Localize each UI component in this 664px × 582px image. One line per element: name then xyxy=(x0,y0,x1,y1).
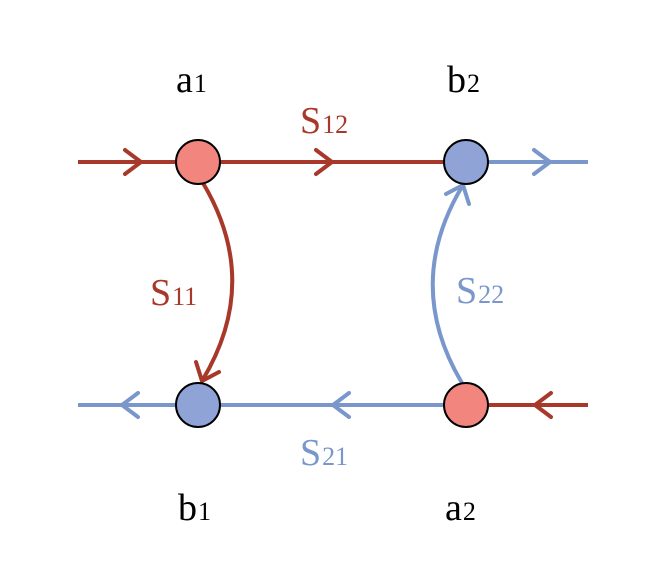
s21-arrow xyxy=(331,391,351,419)
s22-arrow xyxy=(444,183,471,206)
label-b1: b1 xyxy=(178,487,211,529)
label-b2: b2 xyxy=(447,59,480,101)
input-arrow-a1 xyxy=(123,148,143,176)
label-a2: a2 xyxy=(445,487,476,529)
label-s22: S22 xyxy=(456,270,504,312)
node-b2 xyxy=(443,139,489,185)
output-arrow-b1 xyxy=(120,391,140,419)
output-arrow-b2 xyxy=(532,148,552,176)
s22-curve xyxy=(430,183,465,385)
label-s11: S11 xyxy=(150,272,197,314)
input-arrow-a2 xyxy=(533,391,553,419)
node-b1 xyxy=(175,382,221,428)
node-a1 xyxy=(175,139,221,185)
s12-arrow xyxy=(314,148,334,176)
node-a2 xyxy=(443,382,489,428)
label-a1: a1 xyxy=(176,59,207,101)
s11-arrow xyxy=(194,360,221,383)
label-s12: S12 xyxy=(300,100,348,142)
label-s21: S21 xyxy=(300,432,348,474)
s11-curve xyxy=(200,181,235,383)
